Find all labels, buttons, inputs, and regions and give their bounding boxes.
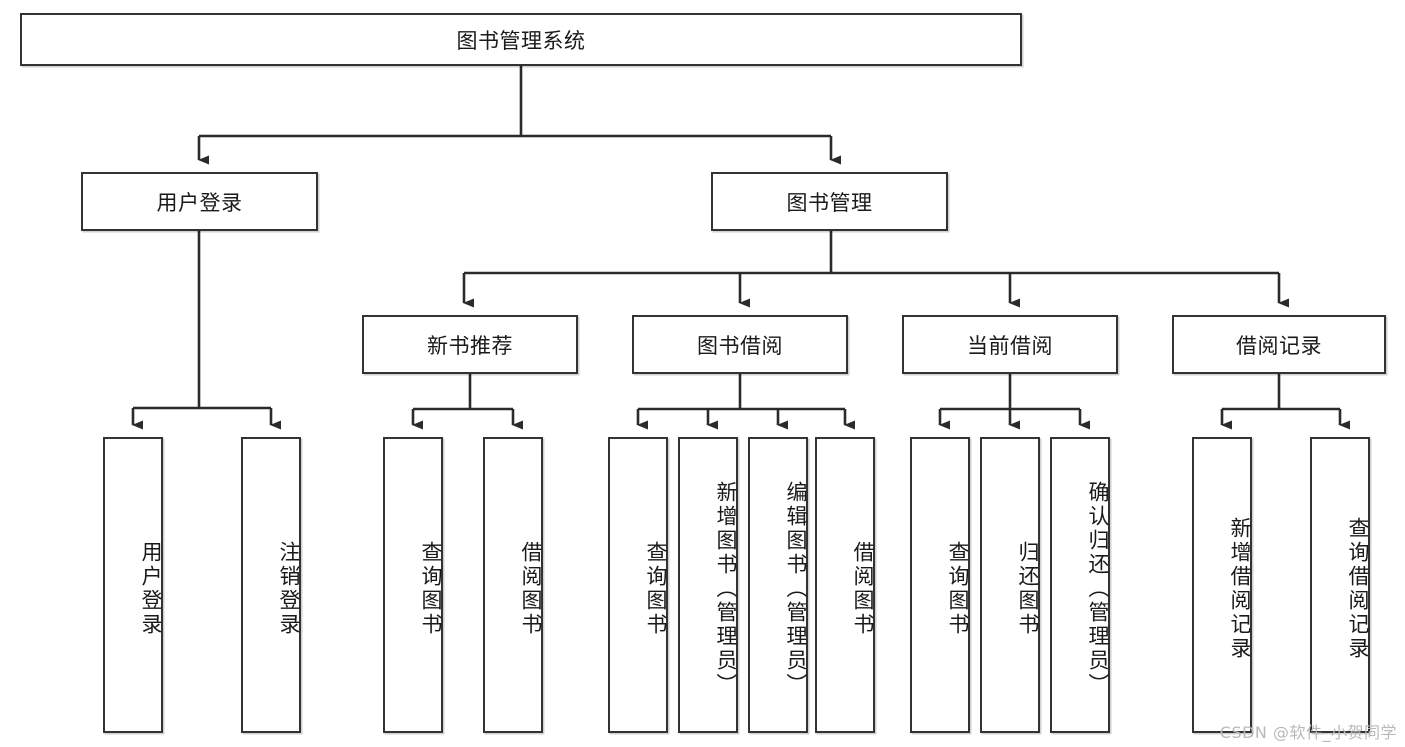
node-leaf-confirm-return-label: 确认归还（管理员）	[1086, 481, 1110, 697]
node-new-book-recommend[interactable]: 新书推荐	[362, 315, 578, 374]
node-leaf-add-book[interactable]: 新增图书（管理员）	[678, 437, 738, 733]
node-leaf-query-book-3-label: 查询图书	[946, 541, 970, 637]
node-leaf-return-book-label: 归还图书	[1016, 541, 1040, 637]
node-leaf-query-book-1[interactable]: 查询图书	[383, 437, 443, 733]
node-leaf-user-login-label: 用户登录	[139, 541, 163, 637]
node-leaf-query-book-1-label: 查询图书	[419, 541, 443, 637]
node-leaf-borrow-book-1-label: 借阅图书	[519, 541, 543, 637]
node-leaf-add-record[interactable]: 新增借阅记录	[1192, 437, 1252, 733]
node-user-login-label: 用户登录	[156, 190, 243, 215]
node-leaf-edit-book-label: 编辑图书（管理员）	[784, 481, 808, 697]
node-current-borrow[interactable]: 当前借阅	[902, 315, 1118, 374]
node-book-manage-label: 图书管理	[786, 190, 873, 215]
node-leaf-query-book-3[interactable]: 查询图书	[910, 437, 970, 733]
node-leaf-logout[interactable]: 注销登录	[241, 437, 301, 733]
node-borrow-record[interactable]: 借阅记录	[1172, 315, 1386, 374]
node-leaf-query-book-2-label: 查询图书	[644, 541, 668, 637]
node-book-borrow[interactable]: 图书借阅	[632, 315, 848, 374]
node-leaf-borrow-book-2[interactable]: 借阅图书	[815, 437, 875, 733]
node-leaf-query-record-label: 查询借阅记录	[1346, 517, 1370, 661]
csdn-watermark: CSDN @软件_小贺同学	[1219, 723, 1397, 742]
node-leaf-borrow-book-2-label: 借阅图书	[851, 541, 875, 637]
node-book-borrow-label: 图书借阅	[697, 333, 783, 358]
node-leaf-query-book-2[interactable]: 查询图书	[608, 437, 668, 733]
node-leaf-logout-label: 注销登录	[277, 541, 301, 637]
node-leaf-add-book-label: 新增图书（管理员）	[714, 481, 738, 697]
node-leaf-user-login[interactable]: 用户登录	[103, 437, 163, 733]
node-leaf-return-book[interactable]: 归还图书	[980, 437, 1040, 733]
node-user-login[interactable]: 用户登录	[81, 172, 318, 231]
node-root[interactable]: 图书管理系统	[20, 13, 1022, 66]
node-leaf-borrow-book-1[interactable]: 借阅图书	[483, 437, 543, 733]
node-leaf-add-record-label: 新增借阅记录	[1228, 517, 1252, 661]
node-leaf-query-record[interactable]: 查询借阅记录	[1310, 437, 1370, 733]
node-new-book-recommend-label: 新书推荐	[427, 333, 513, 358]
node-leaf-confirm-return[interactable]: 确认归还（管理员）	[1050, 437, 1110, 733]
node-root-label: 图书管理系统	[456, 28, 586, 53]
node-book-manage[interactable]: 图书管理	[711, 172, 948, 231]
node-leaf-edit-book[interactable]: 编辑图书（管理员）	[748, 437, 808, 733]
node-borrow-record-label: 借阅记录	[1236, 333, 1322, 358]
node-current-borrow-label: 当前借阅	[967, 333, 1053, 358]
